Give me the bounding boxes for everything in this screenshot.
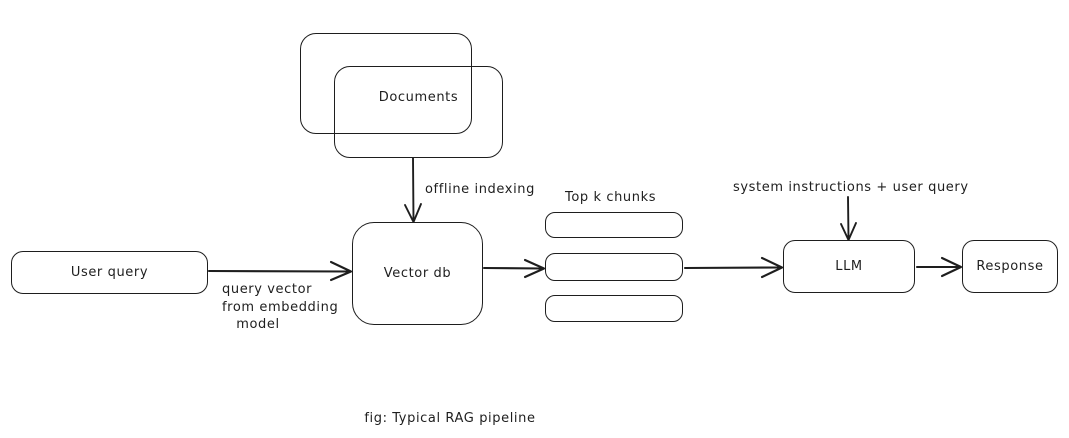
documents-back-sheet[interactable] — [300, 33, 472, 134]
llm-node[interactable]: LLM — [783, 240, 915, 293]
response-node[interactable]: Response — [962, 240, 1058, 293]
chunk-bar-3[interactable] — [545, 295, 683, 322]
response-label: Response — [976, 258, 1044, 274]
system-instructions-label: system instructions + user query — [733, 180, 969, 195]
arrow-vector-db-to-chunks — [482, 258, 546, 279]
arrow-user-query-to-vector-db — [207, 260, 353, 282]
vector-db-node[interactable]: Vector db — [352, 222, 483, 325]
arrow-system-instructions-to-llm — [840, 196, 857, 241]
vector-db-label: Vector db — [383, 265, 452, 281]
chunk-bar-1[interactable] — [545, 212, 683, 238]
chunk-bar-2[interactable] — [545, 253, 683, 281]
arrow-documents-to-vector-db — [404, 157, 422, 223]
documents-node[interactable]: Documents — [334, 66, 503, 158]
arrow-chunks-to-llm — [683, 256, 784, 279]
figure-caption: fig: Typical RAG pipeline — [0, 392, 1069, 438]
offline-indexing-label: offline indexing — [425, 182, 535, 197]
documents-label: Documents — [378, 90, 459, 106]
figure-caption-text: fig: Typical RAG pipeline — [364, 410, 536, 426]
arrow-llm-to-response — [915, 256, 963, 278]
llm-label: LLM — [835, 258, 863, 274]
user-query-label: User query — [70, 264, 149, 280]
query-vector-label: query vector from embedding model — [222, 282, 339, 333]
user-query-node[interactable]: User query — [11, 251, 208, 294]
top-k-chunks-label: Top k chunks — [565, 190, 657, 205]
